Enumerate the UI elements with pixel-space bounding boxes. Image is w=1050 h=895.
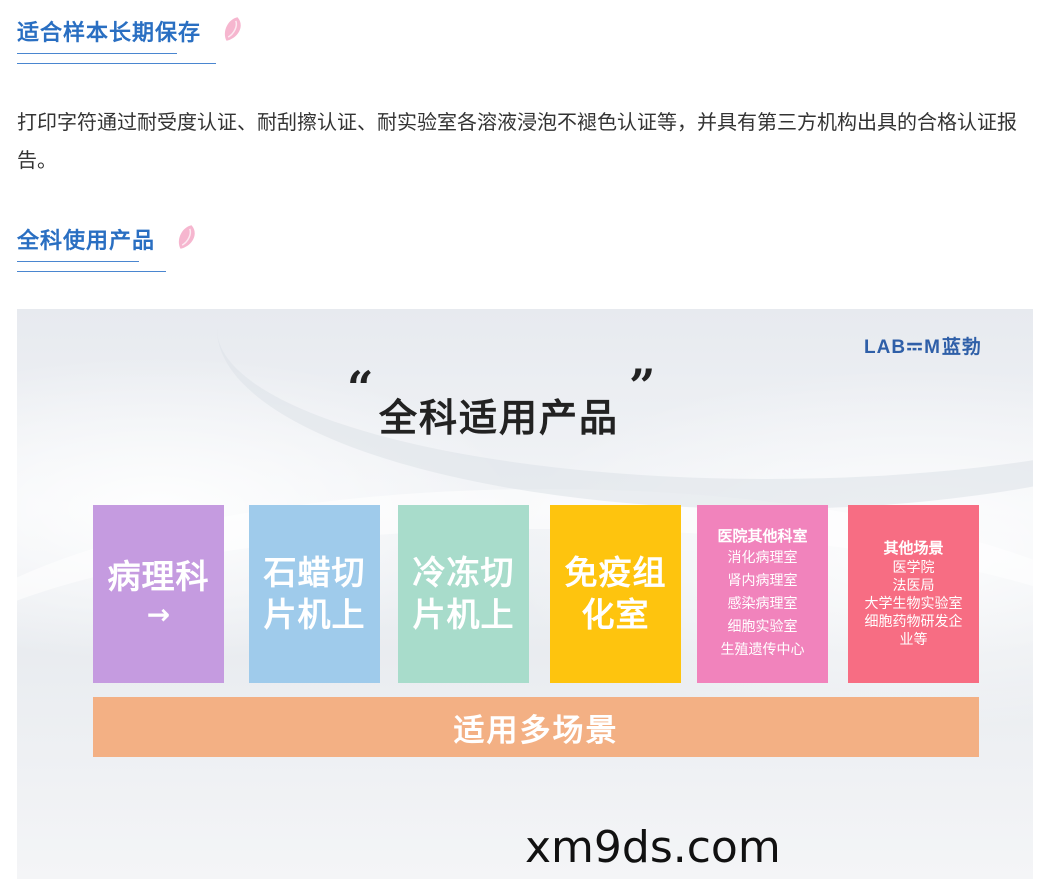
watermark-text: xm9ds.com: [525, 822, 781, 873]
multi-scenario-bar: 适用多场景: [93, 697, 979, 757]
section-heading-storage: 适合样本长期保存: [17, 14, 244, 48]
list-item: 大学生物实验室: [864, 596, 963, 612]
heading-underline: [17, 63, 216, 64]
section-title: 全科使用产品: [17, 229, 156, 254]
pink-petal-icon: [174, 222, 198, 256]
card-label: 免疫组: [564, 553, 667, 592]
card-pathology: 病理科 →: [93, 505, 224, 683]
list-item: 细胞实验室: [727, 619, 798, 635]
card-label: 病理科: [107, 557, 210, 596]
card-label: 化室: [581, 595, 650, 634]
card-other-scenarios: 其他场景 医学院 法医局 大学生物实验室 细胞药物研发企 业等: [848, 505, 979, 683]
card-label: 石蜡切: [263, 553, 366, 592]
pink-petal-icon: [220, 14, 244, 48]
section-heading-products: 全科使用产品: [17, 222, 198, 256]
card-label: 冷冻切: [412, 553, 515, 592]
card-label: 片机上: [263, 595, 366, 634]
card-heading: 其他场景: [883, 539, 944, 557]
list-item: 法医局: [892, 578, 935, 594]
card-heading: 医院其他科室: [717, 527, 808, 545]
banner-title: 全科适用产品: [379, 396, 620, 440]
card-paraffin-microtome: 石蜡切 片机上: [249, 505, 380, 683]
close-quote: ”: [629, 359, 656, 413]
list-item: 细胞药物研发企: [864, 614, 963, 630]
section-title: 适合样本长期保存: [17, 21, 202, 46]
arrow-right-icon: →: [146, 598, 171, 631]
list-item: 肾内病理室: [727, 573, 798, 589]
brand-logo: LAB𝌁M蓝勃: [864, 337, 982, 358]
heading-underline: [17, 261, 139, 262]
card-immunohistochemistry: 免疫组 化室: [550, 505, 681, 683]
card-other-departments: 医院其他科室 消化病理室 肾内病理室 感染病理室 细胞实验室 生殖遗传中心: [697, 505, 828, 683]
body-paragraph: 打印字符通过耐受度认证、耐刮擦认证、耐实验室各溶液浸泡不褪色认证等，并具有第三方…: [17, 110, 1017, 172]
list-item: 消化病理室: [727, 550, 798, 566]
heading-underline: [17, 53, 177, 54]
list-item: 业等: [899, 632, 928, 648]
list-item: 生殖遗传中心: [720, 642, 805, 658]
open-quote: “: [347, 361, 374, 415]
product-banner-image: LAB𝌁M蓝勃 “ 全科适用产品 ” 病理科 → 石蜡切 片机上 冷冻切 片机上…: [17, 309, 1033, 879]
list-item: 医学院: [892, 560, 935, 576]
heading-underline: [17, 271, 166, 272]
list-item: 感染病理室: [727, 596, 798, 612]
card-frozen-microtome: 冷冻切 片机上: [398, 505, 529, 683]
card-label: 片机上: [412, 595, 515, 634]
